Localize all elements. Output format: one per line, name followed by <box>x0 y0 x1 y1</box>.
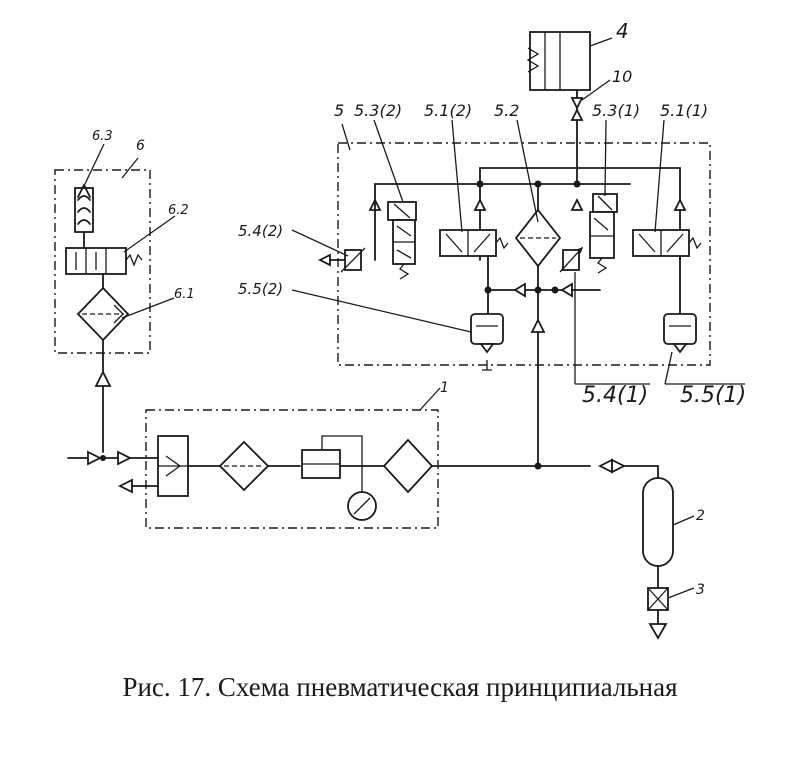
label-4: 4 <box>616 19 629 43</box>
regulator-1 <box>301 435 363 479</box>
check-valve-10 <box>570 79 611 121</box>
label-10: 10 <box>612 67 632 86</box>
regulator-5-4-2 <box>317 247 366 273</box>
unit-5-boundary <box>337 142 711 366</box>
valve-5-1-1 <box>632 229 702 257</box>
label-5-1-1: 5.1(1) <box>660 101 708 120</box>
label-5-3-1: 5.3(1) <box>592 101 640 120</box>
label-6-1: 6.1 <box>174 287 195 302</box>
label-5-5-2: 5.5(2) <box>238 280 283 298</box>
filter-1 <box>218 440 270 492</box>
label-1: 1 <box>440 380 449 396</box>
receiver-2 <box>642 477 695 567</box>
label-5-2: 5.2 <box>494 101 519 120</box>
cylinder-4 <box>526 31 613 91</box>
label-5-4-1: 5.4(1) <box>582 383 648 408</box>
filter-5-2 <box>514 208 562 268</box>
label-6-2: 6.2 <box>168 203 189 218</box>
valve-1-input <box>157 435 189 497</box>
valve-6-2 <box>65 247 143 275</box>
solenoid-valve-5-3-2 <box>387 201 417 280</box>
solenoid-valve-5-3-1 <box>589 193 618 274</box>
label-5-3-2: 5.3(2) <box>354 101 402 120</box>
drain-valve-3 <box>647 587 695 611</box>
supply-arrow-6 <box>94 369 112 387</box>
silencer-6-3 <box>74 184 94 233</box>
label-6: 6 <box>136 138 145 154</box>
lubricator-1 <box>382 438 434 494</box>
separator-5-5-2 <box>470 313 504 371</box>
separator-5-5-1 <box>663 313 697 354</box>
label-6-3: 6.3 <box>92 129 113 144</box>
label-5: 5 <box>334 101 344 120</box>
unit-1-boundary <box>145 409 439 529</box>
label-5-1-2: 5.1(2) <box>424 101 472 120</box>
label-2: 2 <box>696 508 705 524</box>
regulator-5-4-1 <box>559 246 584 273</box>
label-5-5-1: 5.5(1) <box>680 383 746 408</box>
filter-6-1 <box>76 286 130 342</box>
label-3: 3 <box>696 582 705 598</box>
figure-caption: Рис. 17. Схема пневматическая принципиал… <box>122 672 678 702</box>
label-5-4-2: 5.4(2) <box>238 222 283 240</box>
valve-5-1-2 <box>439 229 509 257</box>
pressure-gauge-1 <box>347 466 377 521</box>
